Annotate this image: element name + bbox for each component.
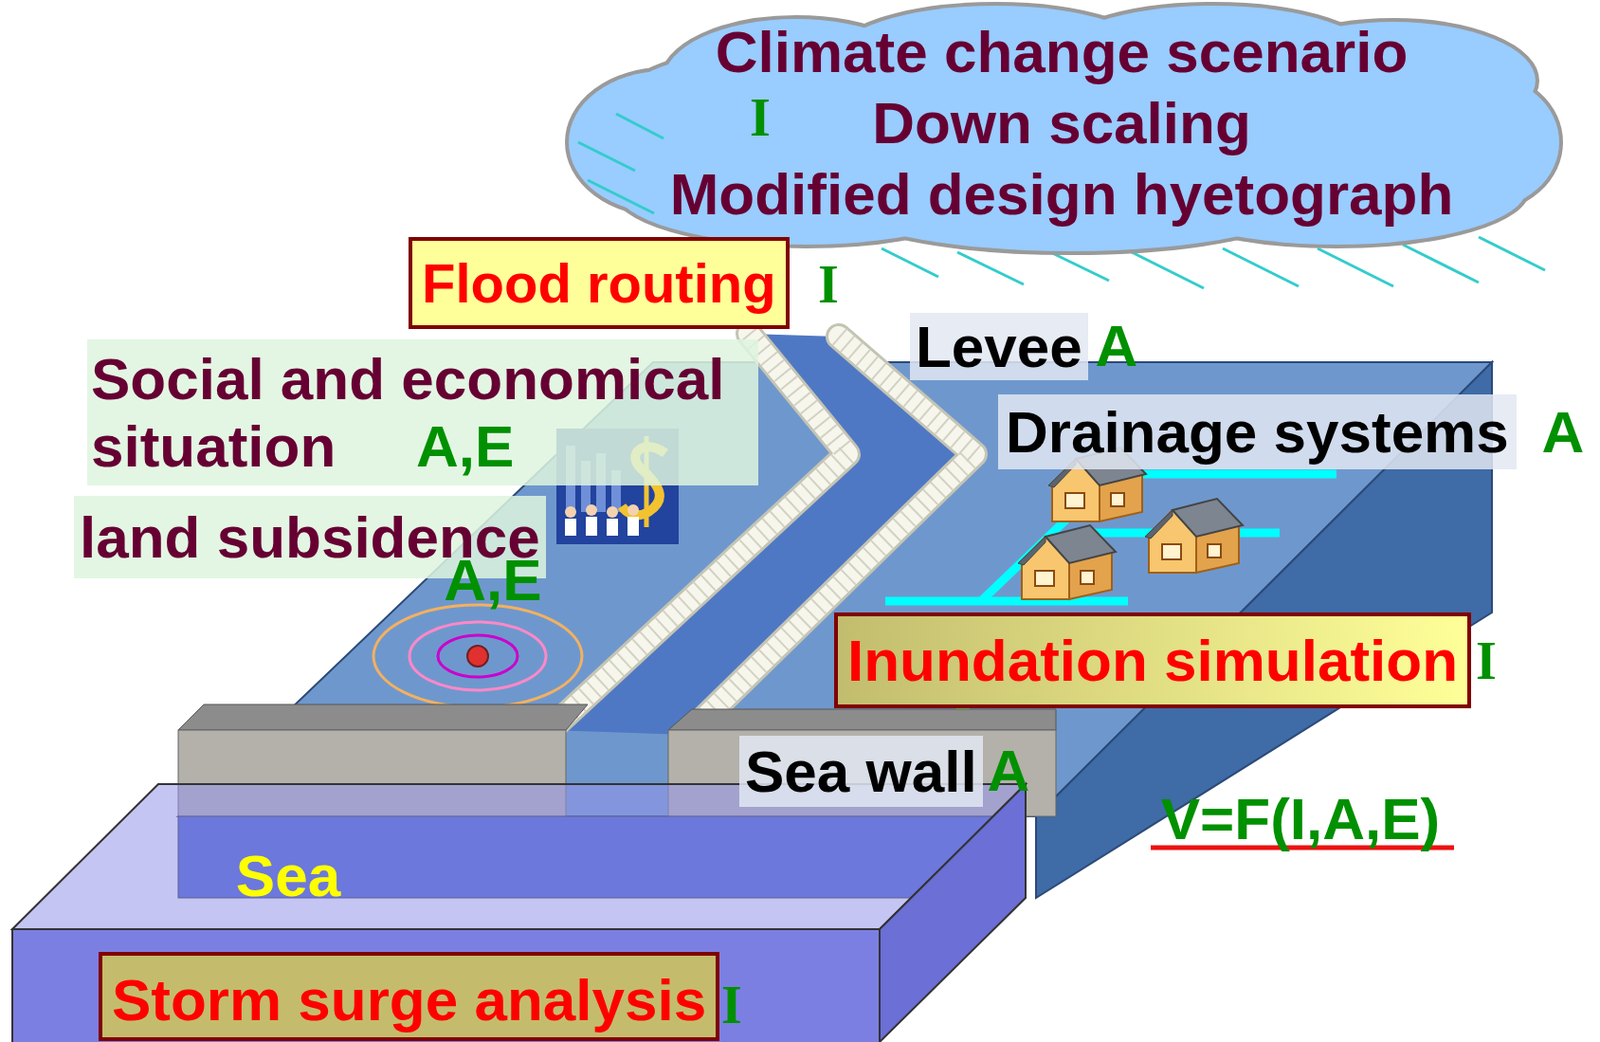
illustration-part bbox=[881, 248, 939, 277]
node-text: Climate change scenario bbox=[559, 16, 1564, 88]
illustration-part bbox=[373, 604, 582, 708]
illustration-part bbox=[627, 504, 639, 516]
illustration-part bbox=[627, 516, 639, 536]
illustration-part bbox=[957, 252, 1024, 285]
analysis-box: Storm surge analysis bbox=[98, 951, 720, 1041]
label-patch: Levee bbox=[909, 312, 1089, 381]
node-text: Flood routing bbox=[421, 251, 777, 315]
illustration-part bbox=[564, 506, 577, 518]
sea bbox=[12, 783, 1026, 1042]
cloud-shape: Climate change scenarioDown scalingModif… bbox=[559, 0, 1564, 266]
illustration-part bbox=[1402, 244, 1479, 283]
factor-symbol: I bbox=[721, 974, 743, 1036]
label-patch: Social and economical situationA,E bbox=[87, 339, 759, 486]
factor-symbol: A bbox=[1095, 311, 1139, 380]
illustration-part bbox=[1127, 250, 1204, 289]
illustration-part bbox=[564, 518, 577, 536]
illustration-part bbox=[606, 506, 619, 518]
factor-symbol: I bbox=[818, 254, 839, 315]
sea-label: Sea bbox=[236, 841, 341, 910]
label-patch: Sea wall bbox=[739, 735, 983, 807]
node-text: Modified design hyetograph bbox=[559, 158, 1564, 230]
node-text: Levee bbox=[915, 312, 1083, 381]
node-text: Storm surge analysis bbox=[111, 965, 707, 1034]
illustration-part bbox=[879, 783, 1026, 1042]
factor-symbol: I bbox=[749, 87, 771, 148]
factor-symbol: A,E bbox=[443, 545, 542, 614]
factor-symbol: I bbox=[1475, 630, 1497, 691]
formula-label: V=F(I,A,E) bbox=[1161, 784, 1441, 853]
illustration-part bbox=[1145, 498, 1243, 573]
illustration-part bbox=[668, 709, 1056, 730]
illustration-part bbox=[1222, 248, 1299, 287]
illustration-part bbox=[585, 504, 598, 516]
illustration-part bbox=[178, 704, 588, 730]
node-text: Sea wall bbox=[745, 737, 978, 805]
rain-streak bbox=[616, 113, 664, 139]
illustration-part bbox=[585, 516, 598, 536]
illustration-part bbox=[885, 597, 1128, 606]
rain-streak bbox=[578, 142, 636, 171]
node-text: Down scaling bbox=[559, 87, 1564, 159]
subsidence-rings bbox=[373, 604, 582, 708]
node-text: A,E bbox=[416, 412, 514, 480]
illustration-part bbox=[467, 645, 489, 667]
illustration-part bbox=[437, 635, 518, 677]
illustration-part bbox=[12, 928, 880, 1042]
illustration-part bbox=[1142, 470, 1337, 479]
node-text: Drainage systems bbox=[1005, 398, 1510, 466]
illustration-part bbox=[1478, 236, 1546, 271]
rain-streak bbox=[587, 180, 655, 214]
illustration-part bbox=[606, 518, 619, 536]
analysis-box: Flood routing bbox=[408, 236, 790, 329]
houses bbox=[1018, 447, 1243, 600]
illustration-part bbox=[1018, 525, 1116, 600]
illustration-part bbox=[1317, 248, 1394, 287]
illustration-part bbox=[409, 621, 546, 691]
factor-symbol: A bbox=[987, 736, 1031, 804]
analysis-box: Inundation simulation bbox=[834, 612, 1472, 709]
label-patch: Drainage systems bbox=[998, 394, 1517, 470]
node-text: Inundation simulation bbox=[847, 626, 1458, 694]
factor-symbol: A bbox=[1542, 398, 1585, 466]
